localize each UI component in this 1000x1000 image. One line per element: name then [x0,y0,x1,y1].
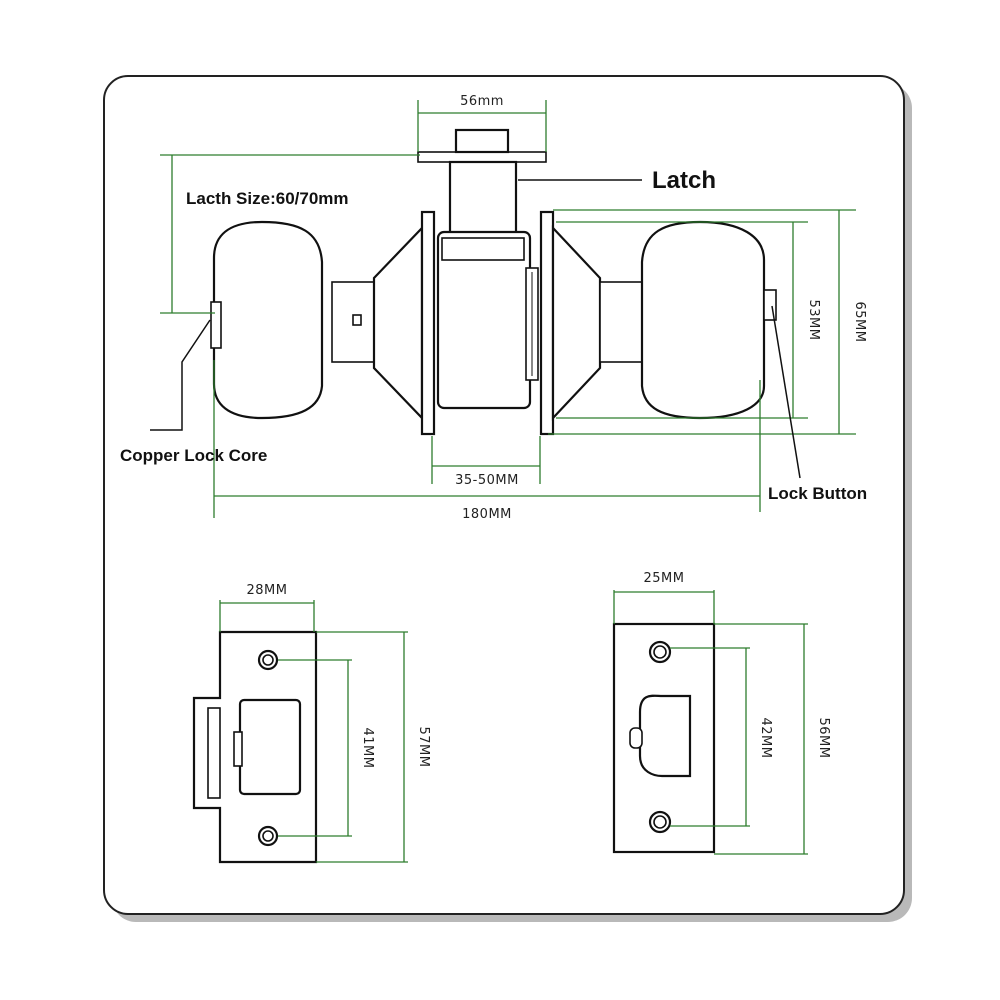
strike-left-inner-bend [207,707,221,799]
latch-bolt [454,128,510,154]
strike-left-dimensions: 28MM 41MM 57MM [219,583,431,863]
dim-door-thickness: 35-50MM [455,473,519,488]
right-rose-plate [539,210,555,436]
label-latch: Latch [652,167,716,194]
strike-right-dimensions: 25MM 42MM 56MM [613,571,831,855]
strike-left-hole-bottom-inner [262,830,274,842]
leader-lines [150,179,801,479]
dim-knob-inner-height: 53MM [806,300,821,341]
left-rose-plate [420,210,436,436]
strike-left-slot-notch [233,731,243,767]
dim-strike-left-holes: 41MM [360,728,375,769]
top-dimensions: 56mm 53MM 65MM 35-50MM 180MM [160,94,867,522]
chassis-inner [441,237,525,261]
strike-left-slot [238,698,302,796]
dim-strike-right-height: 56MM [816,718,831,759]
strike-right-hole-bottom-inner [653,815,667,829]
dim-strike-left-height: 57MM [416,727,431,768]
dim-knob-outer-height: 65MM [852,302,867,343]
left-keyhole [352,314,362,326]
strike-plate-left [192,630,318,864]
knob-lockset [210,128,777,436]
latch-tube [448,160,518,238]
strike-right-latch-hole [638,694,692,778]
strike-plate-right [612,622,716,854]
label-lock-button: Lock Button [768,484,867,503]
right-neck [599,281,643,363]
copper-lock-core [210,301,222,349]
left-knob [212,220,324,420]
dim-top-width: 56mm [460,94,504,109]
right-knob [640,220,766,420]
dim-strike-right-width: 25MM [644,571,685,586]
right-rose [551,225,602,421]
strike-right-hole-notch [629,727,643,749]
dim-strike-left-width: 28MM [247,583,288,598]
label-latch-size: Lacth Size:60/70mm [186,189,349,208]
dim-overall-length: 180MM [462,507,512,522]
strike-left-hole-top-inner [262,654,274,666]
label-copper-lock-core: Copper Lock Core [120,446,267,465]
strike-right-hole-top-inner [653,645,667,659]
dim-strike-right-holes: 42MM [758,718,773,759]
latch-faceplate [417,151,547,163]
